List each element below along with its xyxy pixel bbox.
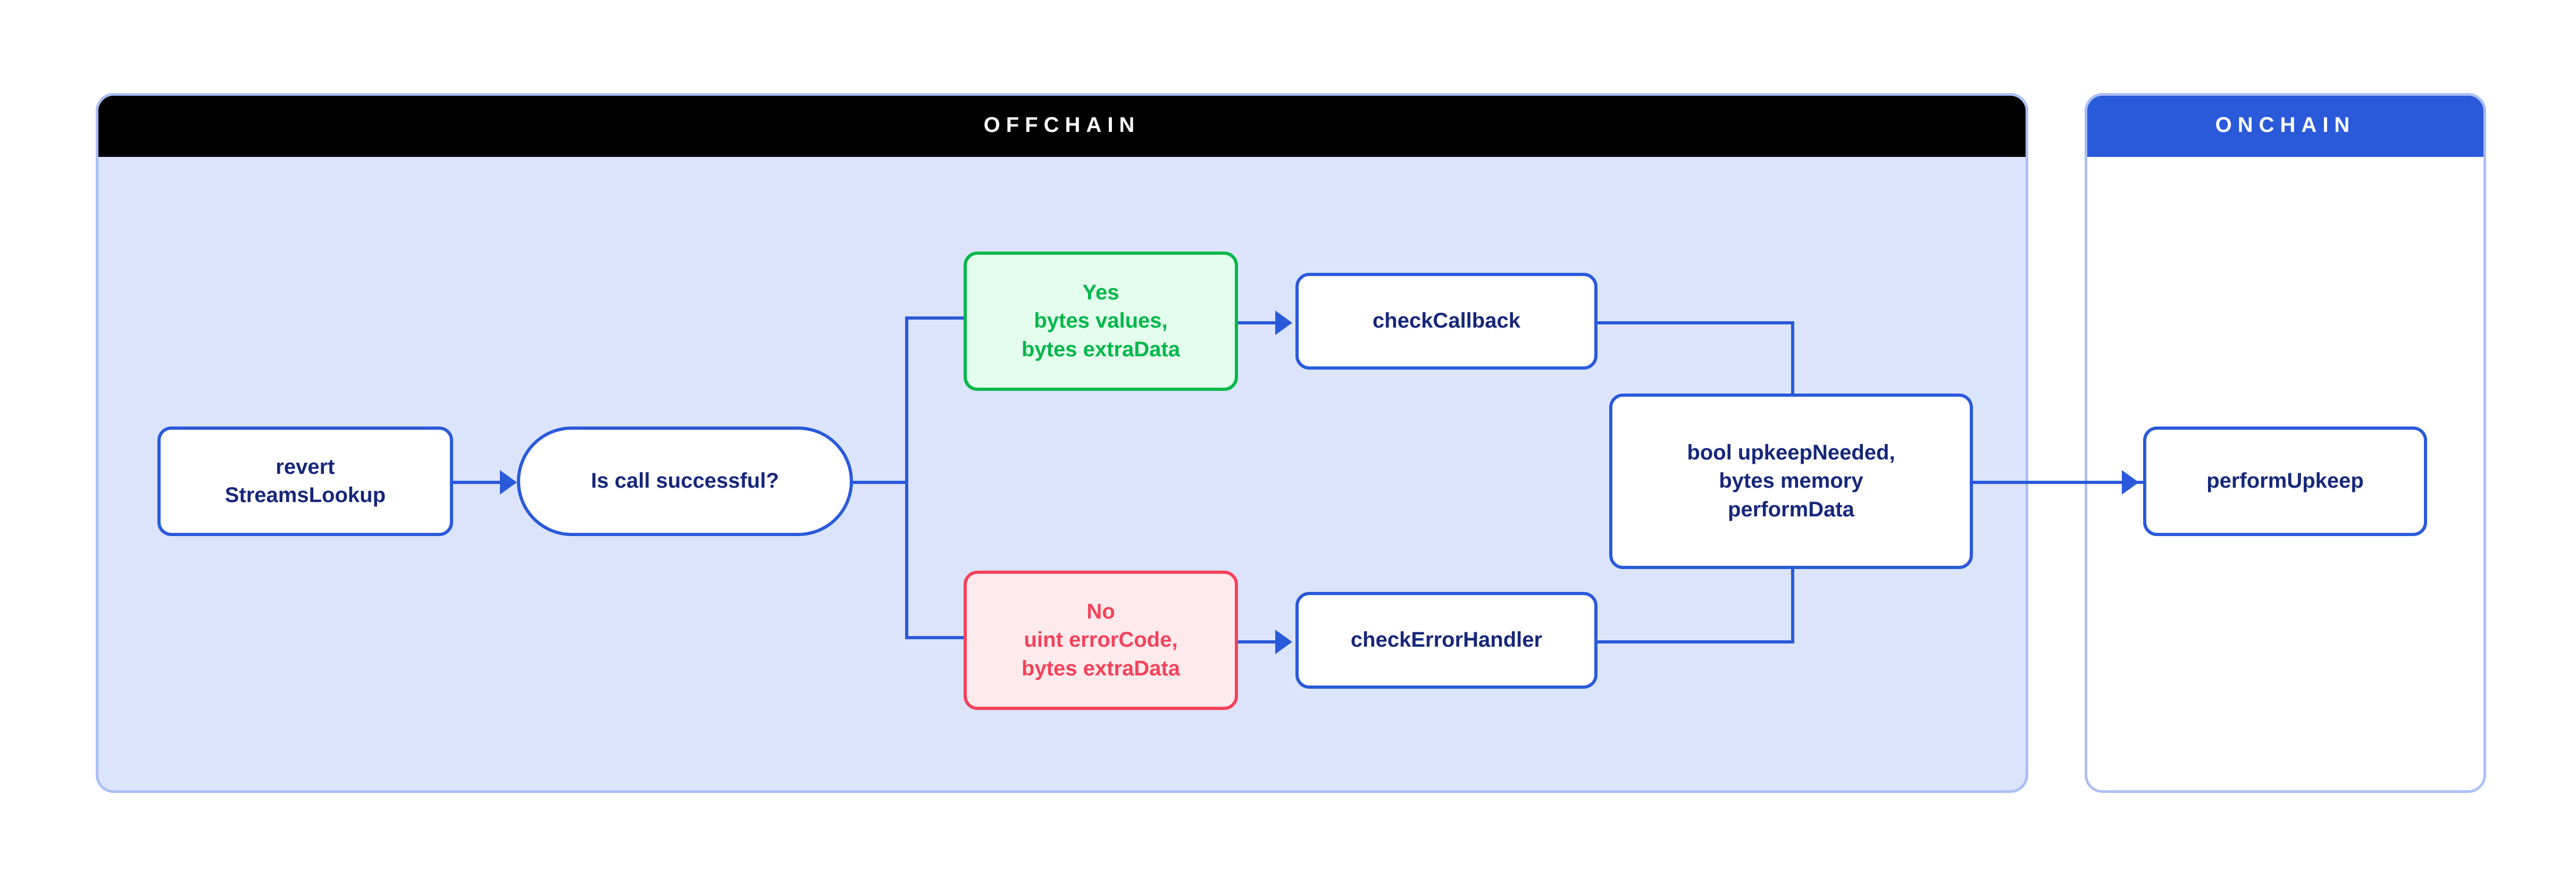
edge-branch-spine <box>905 316 908 639</box>
arrowhead-no-to-check-error-handler <box>1275 630 1292 654</box>
node-perform-upkeep[interactable]: performUpkeep <box>2143 427 2427 536</box>
edge-branch-to-no <box>905 636 967 639</box>
edge-check-callback-to-merge <box>1598 321 1794 324</box>
edge-decision-trunk <box>853 481 908 484</box>
node-upkeep-needed-output[interactable]: bool upkeepNeeded, bytes memory performD… <box>1609 394 1973 569</box>
edge-revert-to-decision <box>453 481 513 484</box>
offchain-panel-header: OFFCHAIN <box>96 93 2028 157</box>
onchain-panel-header: ONCHAIN <box>2085 93 2486 157</box>
arrowhead-yes-to-check-callback <box>1275 311 1292 335</box>
onchain-panel-title: ONCHAIN <box>2215 113 2356 137</box>
edge-no-to-check-error-handler <box>1230 640 1288 643</box>
node-perform-upkeep-label: performUpkeep <box>2206 469 2364 493</box>
node-check-callback-label: checkCallback <box>1373 309 1520 333</box>
node-revert-streams-lookup-label: revert StreamsLookup <box>224 455 386 507</box>
node-is-call-successful-label: Is call successful? <box>591 469 779 493</box>
arrowhead-revert-to-decision <box>500 470 517 495</box>
node-yes-branch-label: Yes bytes values, bytes extraData <box>1022 281 1180 361</box>
node-upkeep-needed-output-label: bool upkeepNeeded, bytes memory performD… <box>1687 441 1895 521</box>
node-no-branch-label: No uint errorCode, bytes extraData <box>1022 600 1180 680</box>
edge-merge-spine-top <box>1791 321 1794 396</box>
arrowhead-upkeep-to-perform-upkeep <box>2122 470 2139 495</box>
node-revert-streams-lookup[interactable]: revert StreamsLookup <box>157 427 453 536</box>
edge-upkeep-to-perform-upkeep <box>1973 481 2148 484</box>
edge-branch-to-yes <box>905 316 967 320</box>
node-no-branch[interactable]: No uint errorCode, bytes extraData <box>964 571 1238 710</box>
edge-yes-to-check-callback <box>1230 321 1288 324</box>
node-yes-branch[interactable]: Yes bytes values, bytes extraData <box>964 252 1238 391</box>
edge-check-error-handler-to-merge <box>1598 640 1794 643</box>
node-check-callback[interactable]: checkCallback <box>1295 273 1598 370</box>
node-check-error-handler[interactable]: checkErrorHandler <box>1295 592 1598 689</box>
edge-merge-spine-bottom <box>1791 564 1794 643</box>
offchain-panel-title: OFFCHAIN <box>983 113 1141 137</box>
node-is-call-successful[interactable]: Is call successful? <box>517 427 853 536</box>
node-check-error-handler-label: checkErrorHandler <box>1350 628 1543 652</box>
